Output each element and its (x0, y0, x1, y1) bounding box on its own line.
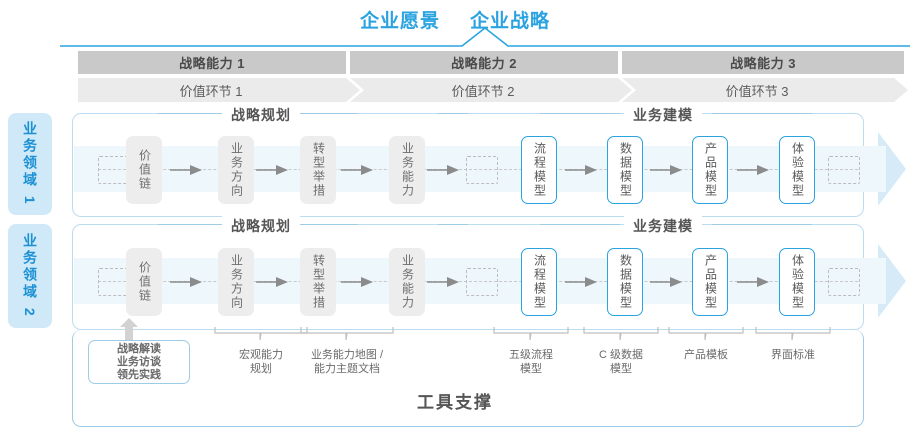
process-box-process-model-1[interactable]: 流程模型 (521, 136, 557, 204)
flow-placeholder-2c (828, 268, 860, 296)
bottom-label-1-line1: 宏观能力 (239, 349, 283, 361)
bottom-label-3-line1: 五级流程 (509, 349, 553, 361)
enterprise-vision-title: 企业愿景 (359, 10, 440, 32)
value-cell-1-label: 价值环节 1 (179, 83, 243, 99)
step-arrow-1-6 (650, 165, 682, 175)
bottom-label-2-line2: 能力主题文档 (314, 363, 380, 375)
value-cell-3: 价值环节 3 (622, 78, 908, 102)
bracket-3 (493, 327, 569, 341)
process-box-business-capability-2[interactable]: 业务能力 (389, 248, 425, 316)
step-arrow-1-3 (341, 165, 373, 175)
group-line-left-2b (438, 224, 468, 225)
bottom-label-6-line1: 界面标准 (771, 349, 815, 361)
tool-line-3: 领先实践 (117, 368, 161, 381)
capability-cell-3: 战略能力 3 (622, 51, 904, 74)
value-cell-1: 价值环节 1 (78, 78, 360, 102)
group-line-right-1a (540, 113, 620, 114)
step-arrow-1-2 (256, 165, 288, 175)
step-arrow-1-1 (170, 165, 202, 175)
group-line-right-1b (712, 113, 812, 114)
bottom-label-1-line2: 规划 (250, 363, 272, 375)
process-box-transformation-1[interactable]: 转型举措 (300, 136, 336, 204)
bracket-4 (583, 327, 659, 341)
step-arrow-2-7 (737, 277, 769, 287)
bottom-label-4-line2: 模型 (610, 363, 632, 375)
process-box-product-model-1[interactable]: 产品模型 (692, 136, 728, 204)
bracket-2 (300, 327, 394, 341)
flow-placeholder-1b (466, 156, 498, 184)
bracket-5 (668, 327, 744, 341)
step-arrow-2-6 (650, 277, 682, 287)
top-title-group: 企业愿景 企业战略 (0, 4, 910, 34)
step-arrow-2-5 (565, 277, 597, 287)
process-box-value-chain-2[interactable]: 价值链 (126, 248, 162, 316)
process-box-data-model-1[interactable]: 数据模型 (607, 136, 643, 204)
bottom-label-2-line1: 业务能力地图 / (310, 349, 384, 361)
group-line-left-1b (438, 113, 468, 114)
flow-placeholder-1c (828, 156, 860, 184)
process-box-business-direction-1[interactable]: 业务方向 (218, 136, 254, 204)
title-connector-line (60, 26, 910, 47)
step-arrow-1-7 (737, 165, 769, 175)
enterprise-strategy-title: 企业战略 (470, 10, 551, 32)
bottom-label-5-line1: 产品模板 (684, 349, 728, 361)
capability-header-row: 战略能力 1 战略能力 2 战略能力 3 (78, 51, 904, 74)
process-box-experience-model-2[interactable]: 体验模型 (779, 248, 815, 316)
process-box-business-capability-1[interactable]: 业务能力 (389, 136, 425, 204)
bottom-label-1: 宏观能力 规划 (214, 348, 308, 376)
group-title-right-1: 业务建模 (624, 105, 702, 125)
bracket-1 (214, 327, 308, 341)
bottom-label-6: 界面标准 (755, 348, 831, 362)
capability-cell-2: 战略能力 2 (350, 51, 618, 74)
domain-tab-2[interactable]: 业务领域 2 (8, 224, 52, 328)
value-header-row: 价值环节 1 价值环节 2 价值环节 3 (78, 78, 908, 102)
footer-title: 工具支撑 (417, 393, 493, 412)
bottom-label-3: 五级流程 模型 (493, 348, 569, 376)
bracket-6 (755, 327, 831, 341)
flow-dash-line-1 (98, 169, 858, 170)
group-title-right-2: 业务建模 (624, 216, 702, 236)
process-box-business-direction-2[interactable]: 业务方向 (218, 248, 254, 316)
tool-strategy-box[interactable]: 战略解读 业务访谈 领先实践 (88, 340, 190, 384)
bottom-label-4: C 级数据 模型 (583, 348, 659, 376)
group-line-right-2b (712, 224, 812, 225)
step-arrow-2-3 (341, 277, 373, 287)
process-box-product-model-2[interactable]: 产品模型 (692, 248, 728, 316)
capability-cell-1: 战略能力 1 (78, 51, 346, 74)
tool-line-1: 战略解读 (117, 342, 161, 355)
flow-dash-line-2 (98, 281, 858, 282)
process-box-data-model-2[interactable]: 数据模型 (607, 248, 643, 316)
bottom-label-5: 产品模板 (668, 348, 744, 362)
process-box-value-chain-1[interactable]: 价值链 (126, 136, 162, 204)
domain-tab-1[interactable]: 业务领域 1 (8, 113, 52, 215)
tool-line-2: 业务访谈 (117, 355, 161, 368)
flow-placeholder-2b (466, 268, 498, 296)
group-line-right-2a (540, 224, 620, 225)
tool-up-arrow-icon (120, 318, 138, 340)
group-title-left-2: 战略规划 (222, 216, 300, 236)
tool-support-panel (72, 330, 864, 427)
process-box-experience-model-1[interactable]: 体验模型 (779, 136, 815, 204)
step-arrow-2-2 (256, 277, 288, 287)
process-box-transformation-2[interactable]: 转型举措 (300, 248, 336, 316)
value-cell-2-label: 价值环节 2 (451, 83, 515, 99)
bottom-label-4-line1: C 级数据 (599, 349, 643, 361)
step-arrow-2-4 (427, 277, 459, 287)
process-box-process-model-2[interactable]: 流程模型 (521, 248, 557, 316)
bottom-label-2: 业务能力地图 / 能力主题文档 (297, 348, 397, 376)
group-title-left-1: 战略规划 (222, 105, 300, 125)
value-cell-2: 价值环节 2 (350, 78, 632, 102)
bottom-label-3-line2: 模型 (520, 363, 542, 375)
step-arrow-2-1 (170, 277, 202, 287)
value-cell-3-label: 价值环节 3 (725, 83, 789, 99)
step-arrow-1-5 (565, 165, 597, 175)
step-arrow-1-4 (427, 165, 459, 175)
